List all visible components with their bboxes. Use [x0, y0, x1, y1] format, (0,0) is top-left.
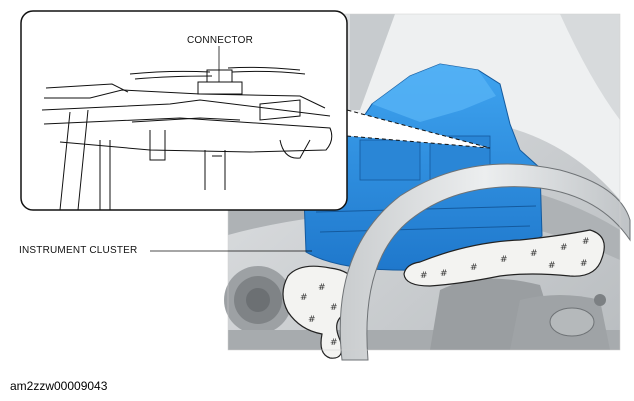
svg-text:#: # [420, 271, 428, 281]
svg-text:#: # [330, 338, 338, 348]
air-vent-icon [224, 266, 292, 334]
svg-text:#: # [330, 303, 338, 313]
svg-text:#: # [530, 249, 538, 259]
svg-text:#: # [470, 263, 478, 273]
connector-label: CONNECTOR [187, 35, 254, 46]
svg-text:#: # [548, 261, 556, 271]
svg-text:#: # [580, 259, 588, 269]
svg-text:#: # [560, 243, 568, 253]
svg-text:#: # [318, 283, 326, 293]
figure-id: am2zzw00009043 [10, 379, 108, 393]
instrument-cluster-label: INSTRUMENT CLUSTER [19, 245, 138, 256]
cloth-pattern: ### ### ### ### ### [300, 237, 590, 348]
connector-detail-inset [20, 10, 348, 211]
svg-text:#: # [500, 255, 508, 265]
svg-text:#: # [300, 293, 308, 303]
svg-text:#: # [308, 315, 316, 325]
steering-wheel [339, 163, 631, 361]
svg-text:#: # [582, 237, 590, 247]
svg-text:#: # [440, 269, 448, 279]
